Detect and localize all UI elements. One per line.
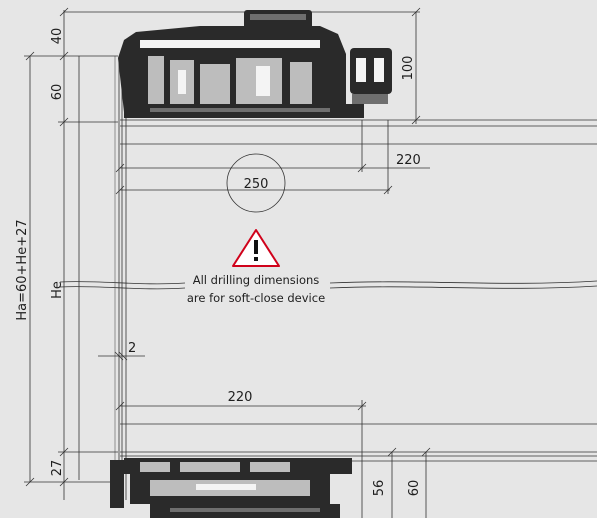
dim-2-lines xyxy=(98,351,145,361)
panel-edges xyxy=(78,56,127,500)
dim-250: 250 xyxy=(244,177,269,192)
dim-ha-formula: Ha=60+He+27 xyxy=(15,219,30,320)
dim-60-left: 60 xyxy=(50,84,65,101)
left-dimension-chain xyxy=(24,7,420,500)
dim-250-lines xyxy=(115,120,393,213)
dim-220-bottom-lines xyxy=(115,400,367,518)
warning-text-bg xyxy=(185,272,330,306)
dim-he: He xyxy=(50,281,65,299)
bottom-hinge xyxy=(110,458,352,518)
dim-220-top-lines xyxy=(115,120,430,173)
dim-56-60-lines xyxy=(387,447,431,518)
dim-220-bottom: 220 xyxy=(228,390,253,405)
dim-60-bottom: 60 xyxy=(407,480,422,497)
dim-220-top: 220 xyxy=(396,153,421,168)
top-lift-mechanism xyxy=(118,10,392,118)
dim-40: 40 xyxy=(50,28,65,45)
warning-line-2: are for soft-close device xyxy=(187,291,325,305)
dim-100-lines xyxy=(411,7,421,125)
warning-icon xyxy=(232,229,280,267)
dim-2: 2 xyxy=(128,341,136,356)
dim-27: 27 xyxy=(50,460,65,477)
dim-100: 100 xyxy=(401,56,416,81)
dim-56: 56 xyxy=(372,480,387,497)
warning-line-1: All drilling dimensions xyxy=(193,273,320,287)
